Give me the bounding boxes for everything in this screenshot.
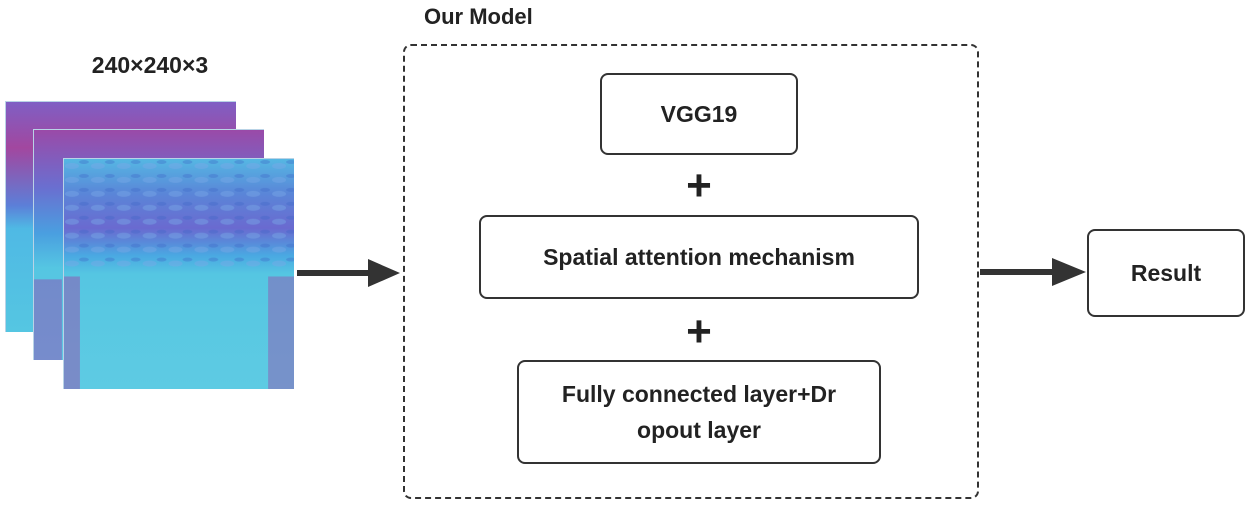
fully-connected-dropout-block: Fully connected layer+Dr opout layer (517, 360, 881, 464)
spatial-attention-label: Spatial attention mechanism (543, 244, 855, 270)
input-image-layer-3 (63, 158, 294, 389)
vgg19-label: VGG19 (660, 101, 738, 127)
spectrogram-image (64, 159, 294, 389)
model-title: Our Model (424, 4, 533, 29)
plus-symbol: + (686, 161, 712, 210)
result-block: Result (1087, 229, 1245, 317)
result-label: Result (1130, 260, 1202, 286)
spatial-attention-block: Spatial attention mechanism (479, 215, 919, 299)
model-container (403, 44, 979, 499)
vgg19-block: VGG19 (600, 73, 798, 155)
label-line-1: Fully connected layer+Dr (561, 381, 837, 407)
input-dimensions-label: 240×240×3 (91, 52, 209, 78)
label-line-2: opout layer (637, 417, 761, 443)
right-arrow-icon (297, 259, 400, 287)
plus-symbol: + (686, 307, 712, 356)
fully-connected-dropout-label: Fully connected layer+Dr opout layer (562, 376, 836, 448)
right-arrow-icon (980, 258, 1086, 286)
